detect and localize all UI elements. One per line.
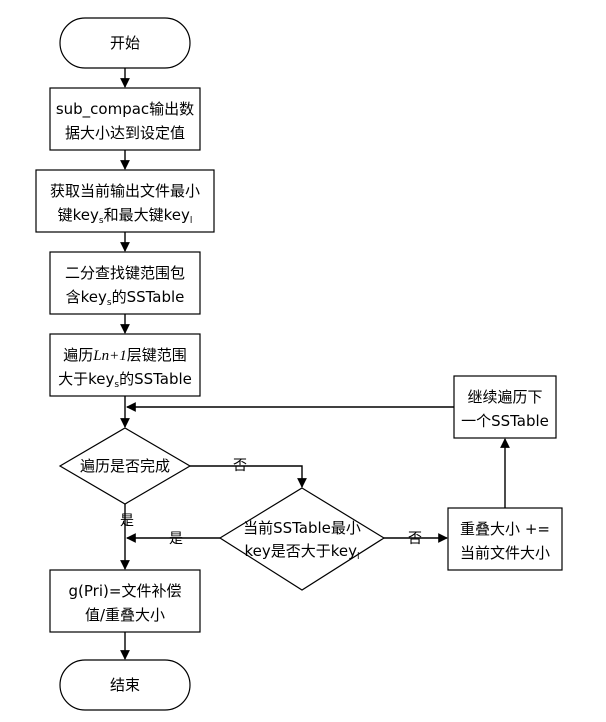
- compute-line1: g(Pri)=文件补偿: [69, 582, 182, 600]
- traverse-line2: 大于keys的SSTable: [58, 370, 192, 390]
- binary-search-line2: 含keys的SSTable: [66, 288, 185, 308]
- get-keys-line1: 获取当前输出文件最小: [50, 182, 200, 200]
- next-table-line2: 一个SSTable: [461, 412, 549, 430]
- check-size-line1: sub_compac输出数: [56, 100, 194, 119]
- accumulate-line2: 当前文件大小: [460, 544, 550, 562]
- traverse-done-decision: 遍历是否完成: [58, 427, 192, 505]
- end-label: 结束: [110, 676, 140, 694]
- start-label: 开始: [110, 34, 140, 52]
- accumulate-node: 重叠大小 += 当前文件大小: [447, 507, 563, 571]
- edge-label-compare-yes: 是: [169, 531, 183, 547]
- next-table-node: 继续遍历下 一个SSTable: [453, 375, 557, 439]
- compute-line2: 值/重叠大小: [85, 606, 165, 624]
- arrow-done-no: [190, 465, 307, 488]
- accumulate-line1: 重叠大小 +=: [460, 520, 550, 538]
- get-keys-node: 获取当前输出文件最小 键keys和最大键keyl: [35, 169, 215, 233]
- compare-key-line1: 当前SSTable最小: [243, 519, 361, 537]
- edge-label-done-no: 否: [233, 458, 247, 474]
- traverse-node: 遍历Ln+1层键范围 大于keys的SSTable: [49, 333, 201, 397]
- end-node: 结束: [59, 659, 191, 711]
- traverse-line1: 遍历Ln+1层键范围: [63, 346, 187, 364]
- next-table-line1: 继续遍历下: [467, 388, 542, 406]
- edge-label-compare-no: 否: [408, 531, 422, 547]
- compare-key-decision: 当前SSTable最小 key是否大于keyl: [218, 487, 386, 591]
- binary-search-line1: 二分查找键范围包: [65, 264, 185, 282]
- start-node: 开始: [59, 17, 191, 69]
- get-keys-line2: 键keys和最大键keyl: [58, 206, 193, 226]
- compute-node: g(Pri)=文件补偿 值/重叠大小: [49, 569, 201, 633]
- edge-label-done-yes: 是: [120, 513, 134, 529]
- traverse-done-label: 遍历是否完成: [80, 457, 170, 475]
- compare-key-line2: key是否大于keyl: [244, 542, 359, 562]
- binary-search-node: 二分查找键范围包 含keys的SSTable: [49, 251, 201, 315]
- check-size-line2: 据大小达到设定值: [65, 124, 185, 142]
- check-size-node: sub_compac输出数 据大小达到设定值: [49, 87, 201, 151]
